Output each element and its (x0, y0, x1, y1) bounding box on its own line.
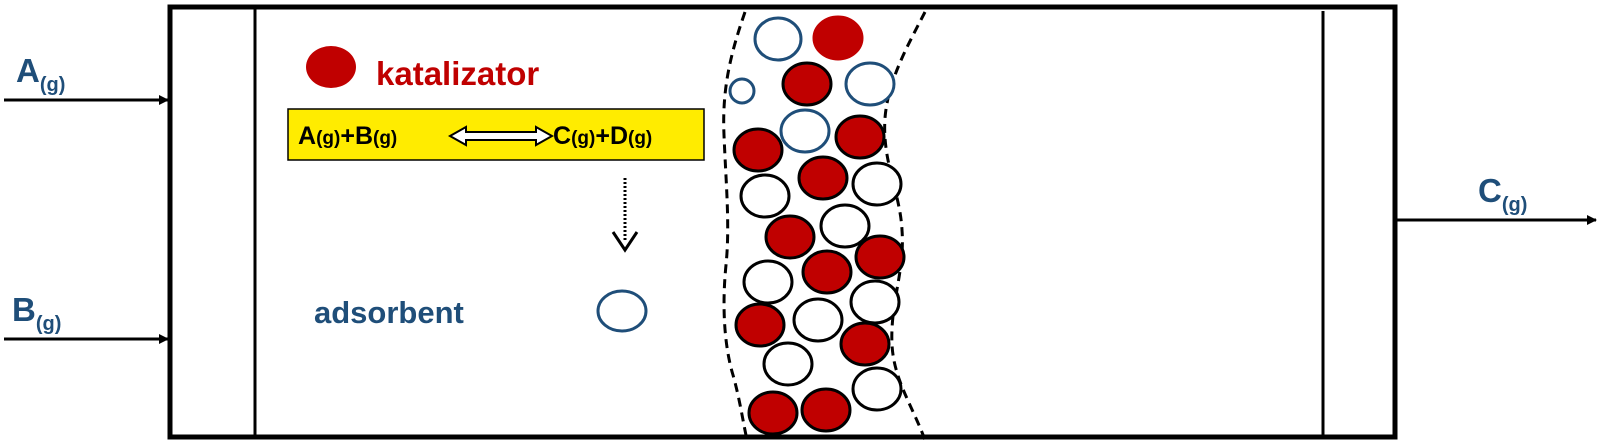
catalyst-particle (839, 321, 891, 367)
catalyst-particle (734, 302, 786, 348)
product-c: C (553, 122, 571, 150)
adsorbent-particle (762, 341, 814, 387)
reaction-plus-2: + (595, 122, 610, 150)
equilibrium-arrow-icon (447, 125, 555, 147)
outlet-c-symbol: C (1478, 172, 1502, 209)
inlet-b-symbol: B (12, 291, 36, 328)
adsorbent-particle (849, 279, 901, 325)
adsorbent-particle (779, 108, 831, 154)
product-d: D (610, 122, 628, 150)
reactor-vessel (167, 4, 1398, 440)
packed-bed-left-boundary (722, 11, 749, 441)
catalyst-legend-swatch (306, 46, 356, 88)
reactant-b: B (355, 122, 373, 150)
dotted-down-arrow-icon (611, 178, 639, 253)
reactant-a: A (298, 122, 316, 150)
product-c-phase: (g) (571, 128, 595, 149)
packed-bed-particles (728, 15, 906, 436)
reaction-plus-1: + (340, 122, 355, 150)
adsorbent-particle (753, 16, 803, 62)
reaction-reactants: A(g)+B(g) (298, 122, 397, 150)
adsorbent-particle (844, 61, 896, 107)
catalyst-particle (854, 234, 906, 280)
inlet-b-phase: (g) (36, 313, 62, 335)
reactant-a-phase: (g) (316, 128, 340, 149)
catalyst-legend-label: katalizator (376, 55, 539, 92)
inlet-a-phase: (g) (40, 74, 66, 96)
outlet-c-phase: (g) (1502, 194, 1528, 216)
catalyst-particle (747, 390, 799, 436)
outlet-c-label: C(g) (1478, 172, 1527, 216)
catalyst-particle (800, 387, 852, 433)
catalyst-particle (781, 61, 833, 107)
catalyst-particle (834, 114, 886, 160)
adsorbent-particle (819, 203, 871, 249)
adsorbent-particle (851, 366, 903, 412)
catalyst-particle (812, 15, 864, 61)
catalyst-particle (801, 249, 853, 295)
inlet-b-label: B(g) (12, 291, 61, 335)
inlet-a-label: A(g) (16, 52, 65, 96)
inlet-a-symbol: A (16, 52, 40, 89)
adsorbent-particle (851, 161, 903, 207)
adsorbent-particle (739, 173, 791, 219)
reactant-b-phase: (g) (373, 128, 397, 149)
adsorbent-legend-label: adsorbent (314, 295, 464, 330)
adsorbent-particle (742, 259, 794, 305)
adsorbent-legend-swatch (596, 289, 648, 333)
adsorbent-particle (728, 77, 756, 105)
catalyst-particle (764, 214, 816, 260)
catalyst-particle (732, 127, 784, 173)
product-d-phase: (g) (628, 128, 652, 149)
reaction-products: C(g)+D(g) (553, 122, 652, 150)
adsorbent-particle (792, 297, 844, 343)
catalyst-particle (797, 155, 849, 201)
